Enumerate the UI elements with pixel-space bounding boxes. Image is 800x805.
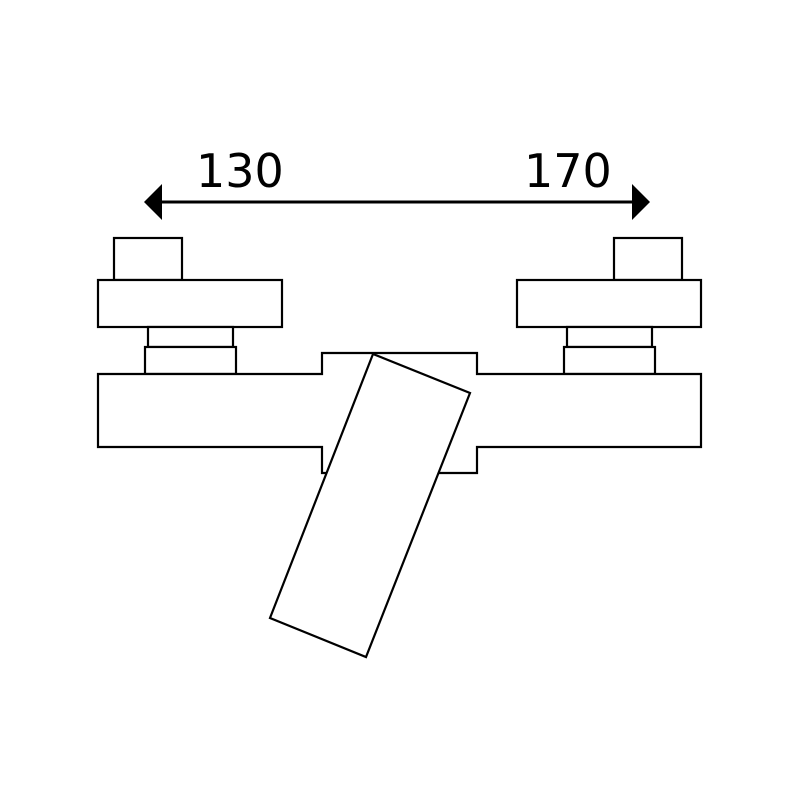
left-knob-top — [112, 236, 184, 282]
left-handle — [96, 278, 284, 329]
spout — [268, 352, 472, 659]
dimension-label-right: 170 — [524, 144, 612, 198]
right-connector — [562, 345, 657, 376]
left-neck — [146, 325, 235, 349]
arrowhead-left — [144, 184, 162, 220]
arrowhead-right — [632, 184, 650, 220]
right-neck — [565, 325, 654, 349]
dimension-label-left: 130 — [196, 144, 284, 198]
right-knob-top — [612, 236, 684, 282]
left-connector — [143, 345, 238, 376]
right-handle — [515, 278, 703, 329]
